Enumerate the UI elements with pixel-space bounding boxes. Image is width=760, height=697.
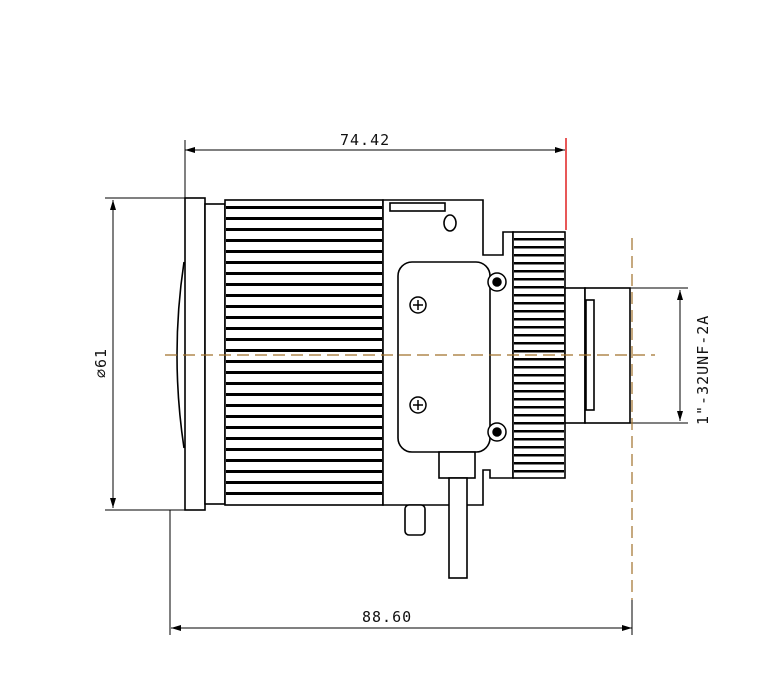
knurl-stripe bbox=[514, 350, 564, 353]
knurl-stripe bbox=[226, 437, 382, 440]
centerlines bbox=[165, 238, 655, 600]
knurl-stripe bbox=[514, 390, 564, 393]
knurl-stripe bbox=[226, 294, 382, 297]
knurl-stripe bbox=[514, 278, 564, 281]
knurl-stripe bbox=[514, 318, 564, 321]
knurl-stripe bbox=[226, 272, 382, 275]
knurl-stripe bbox=[514, 262, 564, 265]
knurl-stripe bbox=[226, 448, 382, 451]
knurl-stripe bbox=[514, 422, 564, 425]
arrowheads bbox=[110, 147, 683, 631]
dimension-lines bbox=[105, 140, 688, 635]
knurl-stripe bbox=[226, 349, 382, 352]
knurl-stripe bbox=[226, 492, 382, 495]
knurl-stripe bbox=[514, 414, 564, 417]
knurl-stripe bbox=[226, 360, 382, 363]
knurl-stripe bbox=[514, 358, 564, 361]
screws bbox=[409, 272, 507, 442]
knurl-stripe bbox=[514, 342, 564, 345]
dim-thread: 1"-32UNF-2A bbox=[694, 315, 712, 425]
knurl-stripe bbox=[514, 334, 564, 337]
knurl-stripe bbox=[514, 446, 564, 449]
knurl-stripe bbox=[514, 294, 564, 297]
knurl-stripe bbox=[226, 426, 382, 429]
knurl-stripe bbox=[514, 310, 564, 313]
knurl-stripe bbox=[514, 302, 564, 305]
dim-diameter: ⌀61 bbox=[92, 348, 110, 378]
dim-total-length: 88.60 bbox=[362, 608, 412, 626]
knurl-stripes bbox=[226, 206, 564, 495]
knurl-stripe bbox=[226, 327, 382, 330]
knurl-stripe bbox=[226, 393, 382, 396]
knurl-stripe bbox=[514, 326, 564, 329]
knurl-stripe bbox=[226, 206, 382, 209]
knurl-stripe bbox=[226, 283, 382, 286]
knurl-stripe bbox=[226, 239, 382, 242]
knurl-stripe bbox=[226, 228, 382, 231]
knurl-stripe bbox=[514, 398, 564, 401]
knurl-stripe bbox=[226, 261, 382, 264]
knurl-stripe bbox=[514, 246, 564, 249]
knurl-stripe bbox=[226, 404, 382, 407]
knurl-stripe bbox=[226, 481, 382, 484]
knurl-stripe bbox=[226, 470, 382, 473]
knurl-stripe bbox=[226, 217, 382, 220]
knurl-stripe bbox=[226, 371, 382, 374]
knurl-stripe bbox=[514, 238, 564, 241]
knurl-stripe bbox=[514, 286, 564, 289]
dim-top-length: 74.42 bbox=[340, 131, 390, 149]
knurl-stripe bbox=[226, 382, 382, 385]
knurl-stripe bbox=[514, 454, 564, 457]
knurl-stripe bbox=[514, 270, 564, 273]
knurl-stripe bbox=[514, 406, 564, 409]
knurl-stripe bbox=[226, 338, 382, 341]
knurl-stripe bbox=[514, 462, 564, 465]
knurl-stripe bbox=[226, 459, 382, 462]
knurl-stripe bbox=[226, 305, 382, 308]
knurl-stripe bbox=[514, 382, 564, 385]
knurl-stripe bbox=[514, 470, 564, 473]
knurl-stripe bbox=[226, 415, 382, 418]
knurl-stripe bbox=[514, 374, 564, 377]
knurl-stripe bbox=[514, 254, 564, 257]
knurl-stripe bbox=[514, 366, 564, 369]
knurl-stripe bbox=[514, 438, 564, 441]
knurl-stripe bbox=[226, 250, 382, 253]
knurl-stripe bbox=[514, 430, 564, 433]
knurl-stripe bbox=[226, 316, 382, 319]
